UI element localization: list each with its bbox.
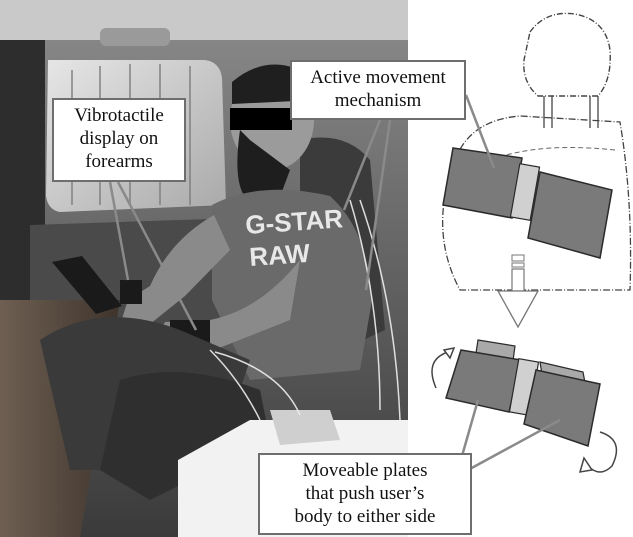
shirt-text-line2: RAW (248, 238, 311, 272)
eye-censor-bar (230, 108, 292, 130)
rotation-arrows (431, 346, 618, 473)
leader-vibro-right (116, 181, 198, 331)
callout-plates-line3: body to either side (294, 506, 436, 527)
plate-connector-flat (509, 162, 541, 222)
seat-back-outline (442, 115, 632, 291)
leader-active-photo-2 (364, 119, 392, 291)
right-plate-flat (527, 171, 613, 259)
headrest-outline (523, 12, 611, 97)
leader-lines (108, 94, 561, 472)
left-plate-tilted (445, 349, 522, 413)
headrest-posts (543, 96, 599, 128)
person-lower-leg (100, 372, 270, 500)
callout-vibro-line3: forearms (85, 151, 153, 172)
left-rotation-arrow (431, 351, 449, 389)
left-vibrotactile-band (120, 280, 142, 304)
grab-handle (100, 28, 170, 46)
tablet (52, 256, 122, 314)
seat-contour-line (469, 147, 616, 171)
callout-vibro-line1: Vibrotactile (74, 105, 164, 126)
shirt-text-line1: G-STAR (244, 203, 344, 240)
callout-active-line1: Active movement (310, 67, 446, 88)
plates-tilted (445, 339, 601, 447)
cables (209, 199, 401, 421)
leader-active-photo (342, 119, 382, 211)
callout-moveable-plates: Moveable plates that push user’s body to… (258, 453, 472, 535)
leader-vibro-left (108, 181, 130, 281)
leader-plates-right (467, 418, 561, 472)
callout-plates-line2: that push user’s (305, 483, 425, 504)
left-plate-flat (442, 147, 523, 219)
down-arrow (496, 254, 540, 329)
callout-active-movement-mechanism: Active movement mechanism (290, 60, 466, 120)
callout-vibro-line2: display on (79, 128, 159, 149)
plates-flat (442, 147, 613, 259)
right-plate-tilted (523, 369, 601, 447)
callout-vibrotactile-display: Vibrotactile display on forearms (52, 98, 186, 182)
car-ceiling (0, 0, 410, 40)
control-board (270, 410, 340, 445)
right-rotation-arrow (587, 431, 618, 473)
leader-active-diagram (464, 94, 496, 169)
left-arm (120, 215, 230, 328)
callout-plates-line1: Moveable plates (302, 460, 428, 481)
callout-active-line2: mechanism (334, 90, 422, 111)
